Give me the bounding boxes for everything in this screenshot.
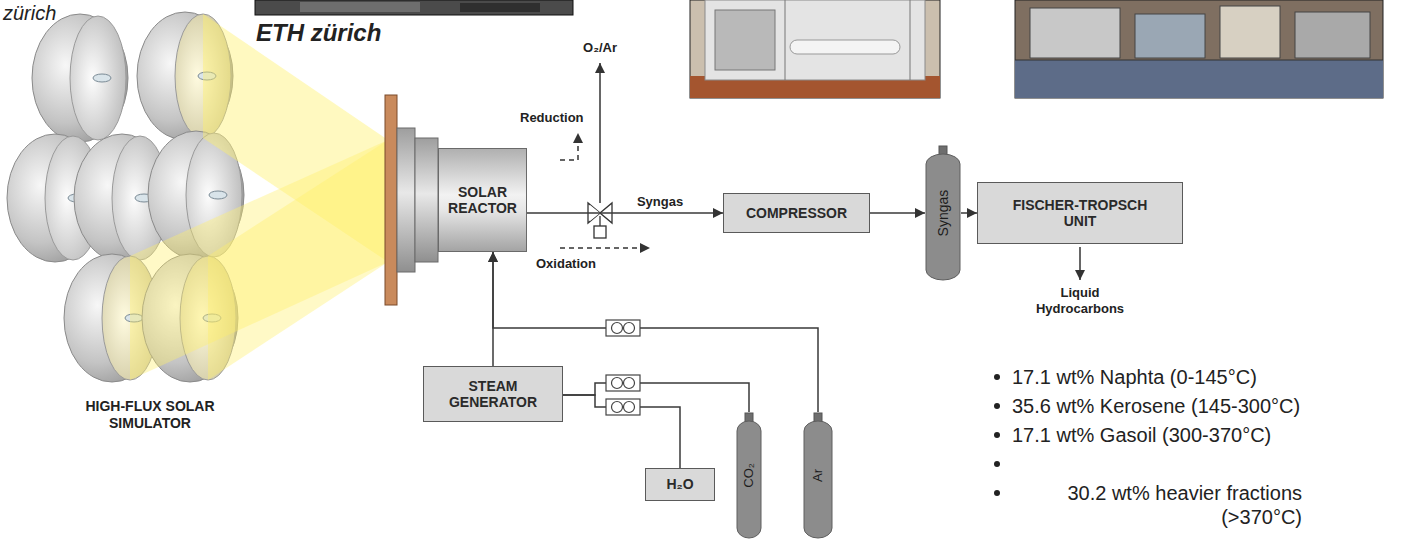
photo-detail — [1015, 60, 1383, 61]
photo-detail — [790, 40, 900, 54]
flow-meter — [606, 375, 640, 391]
box-label: SOLAR REACTOR — [445, 184, 520, 216]
product-fraction: 30.2 wt% heavier fractions (>370°C) — [1012, 481, 1302, 529]
flow-meter — [624, 402, 635, 413]
process-box: H₂O — [645, 468, 715, 501]
pipe-connector — [563, 395, 680, 468]
flow-meter — [606, 399, 640, 415]
pipe-connector — [870, 212, 925, 214]
photo-detail — [785, 0, 786, 80]
gas-cylinder-body — [737, 421, 761, 538]
photo-detail — [300, 2, 420, 12]
pipe-connector — [961, 212, 977, 214]
flow-label: Reduction — [520, 110, 584, 126]
reactor-step — [397, 128, 415, 272]
cylinder-label: Syngas — [935, 190, 951, 237]
flow-meter — [606, 320, 640, 336]
product-label: Liquid Hydrocarbons — [1025, 285, 1135, 316]
reactor-flange — [385, 95, 397, 305]
box-label: STEAM GENERATOR — [438, 378, 548, 410]
product-fraction: 35.6 wt% Kerosene (145-300°C) — [1012, 394, 1300, 418]
device-label: HIGH-FLUX SOLAR SIMULATOR — [70, 398, 230, 432]
gas-cylinder: CO₂ — [736, 412, 762, 539]
valve-stem — [599, 216, 600, 226]
oxidation-arrow — [560, 247, 650, 249]
bullet — [994, 490, 1000, 496]
logo-text: ETH zürich — [256, 19, 381, 48]
bullet — [994, 374, 1000, 380]
valve-actuator — [594, 226, 606, 238]
gas-cylinder: Ar — [803, 412, 833, 539]
photo-detail — [1015, 60, 1383, 98]
box-label: COMPRESSOR — [746, 205, 847, 221]
photo-detail — [1030, 8, 1120, 58]
flow-label: Oxidation — [536, 256, 596, 272]
photo-detail — [1135, 14, 1205, 58]
product-arrow — [1079, 247, 1081, 280]
process-box: COMPRESSOR — [723, 193, 870, 233]
solar-reactor: SOLAR REACTOR — [438, 148, 527, 252]
flow-meter — [612, 323, 623, 334]
process-box: STEAM GENERATOR — [423, 366, 563, 422]
pipe-connector — [527, 212, 723, 214]
photo — [690, 0, 940, 98]
cylinder-label: CO₂ — [742, 463, 757, 488]
outlet-arrow — [599, 63, 601, 203]
gas-cylinder: Syngas — [925, 145, 961, 281]
flow-meter — [612, 402, 623, 413]
dish-mirror — [32, 14, 128, 142]
dish-rim — [70, 16, 126, 140]
product-fraction: 17.1 wt% Gasoil (300-370°C) — [1012, 423, 1271, 447]
reduction-arrow — [560, 133, 578, 160]
product-fraction: 17.1 wt% Naphta (0-145°C) — [1012, 365, 1257, 389]
photo — [1015, 0, 1383, 98]
flow-meter — [606, 375, 640, 391]
bullet — [994, 403, 1000, 409]
bullet — [994, 432, 1000, 438]
flow-meter — [612, 378, 623, 389]
lamp — [93, 74, 111, 82]
flow-label: O₂/Ar — [570, 40, 630, 56]
photo-detail — [460, 3, 540, 12]
photo-detail — [910, 0, 911, 80]
photo-detail — [1220, 6, 1280, 58]
flow-meter — [606, 320, 640, 336]
reactor-step — [415, 138, 438, 262]
flow-label: Syngas — [635, 194, 685, 209]
box-label: FISCHER-TROPSCH UNIT — [1005, 197, 1155, 229]
gas-cylinder-body — [926, 154, 960, 280]
lamp — [209, 191, 227, 199]
photo-detail — [715, 10, 775, 70]
flow-meter — [624, 323, 635, 334]
bullet — [994, 461, 1000, 467]
light-beam — [208, 140, 388, 380]
photo-detail — [705, 0, 925, 80]
logo-text: zürich — [3, 1, 56, 25]
photo — [255, 0, 573, 15]
process-box: FISCHER-TROPSCH UNIT — [977, 182, 1183, 244]
box-label: H₂O — [666, 476, 693, 492]
flow-meter — [624, 378, 635, 389]
photo-detail — [1295, 12, 1370, 58]
cylinder-label: Ar — [811, 469, 826, 482]
light-beam — [130, 140, 388, 380]
flow-meter — [606, 399, 640, 415]
gas-cylinder-body — [804, 421, 832, 538]
